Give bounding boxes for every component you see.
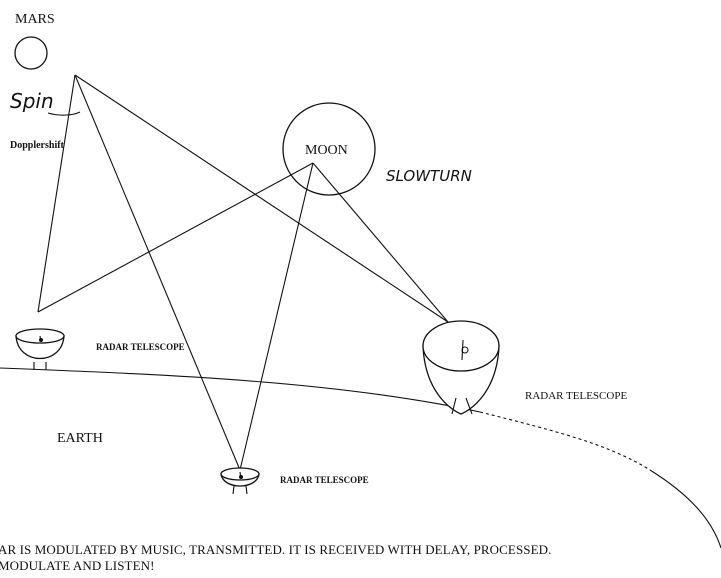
spin-arrow: [47, 111, 81, 116]
earth-label: EARTH: [57, 431, 103, 446]
radar-telescope-left-label: RADAR TELESCOPE: [96, 342, 185, 352]
moon-label: MOON: [305, 143, 348, 158]
mars: MARS: [14, 12, 55, 70]
earth-surface: [0, 367, 721, 549]
radar-telescope-bottom-label: RADAR TELESCOPE: [280, 475, 369, 485]
spin-annotation: Spin: [10, 89, 81, 116]
radar-telescope-left: [15, 328, 65, 370]
slow-turn-label: SLOWTURN: [386, 167, 472, 185]
spin-label: Spin: [10, 89, 54, 113]
caption-line-2: MODULATE AND LISTEN!: [0, 558, 155, 573]
radar-beams: [37, 74, 449, 471]
caption-line-1: AR IS MODULATED BY MUSIC, TRANSMITTED. I…: [0, 542, 552, 557]
mars-label: MARS: [15, 12, 55, 27]
radar-telescope-bottom: [220, 467, 260, 495]
radar-telescope-right-label: RADAR TELESCOPE: [525, 390, 627, 402]
moon: MOON: [282, 102, 376, 196]
radar-telescope-right: [422, 320, 500, 415]
doppler-label: Dopplershift: [10, 140, 65, 151]
